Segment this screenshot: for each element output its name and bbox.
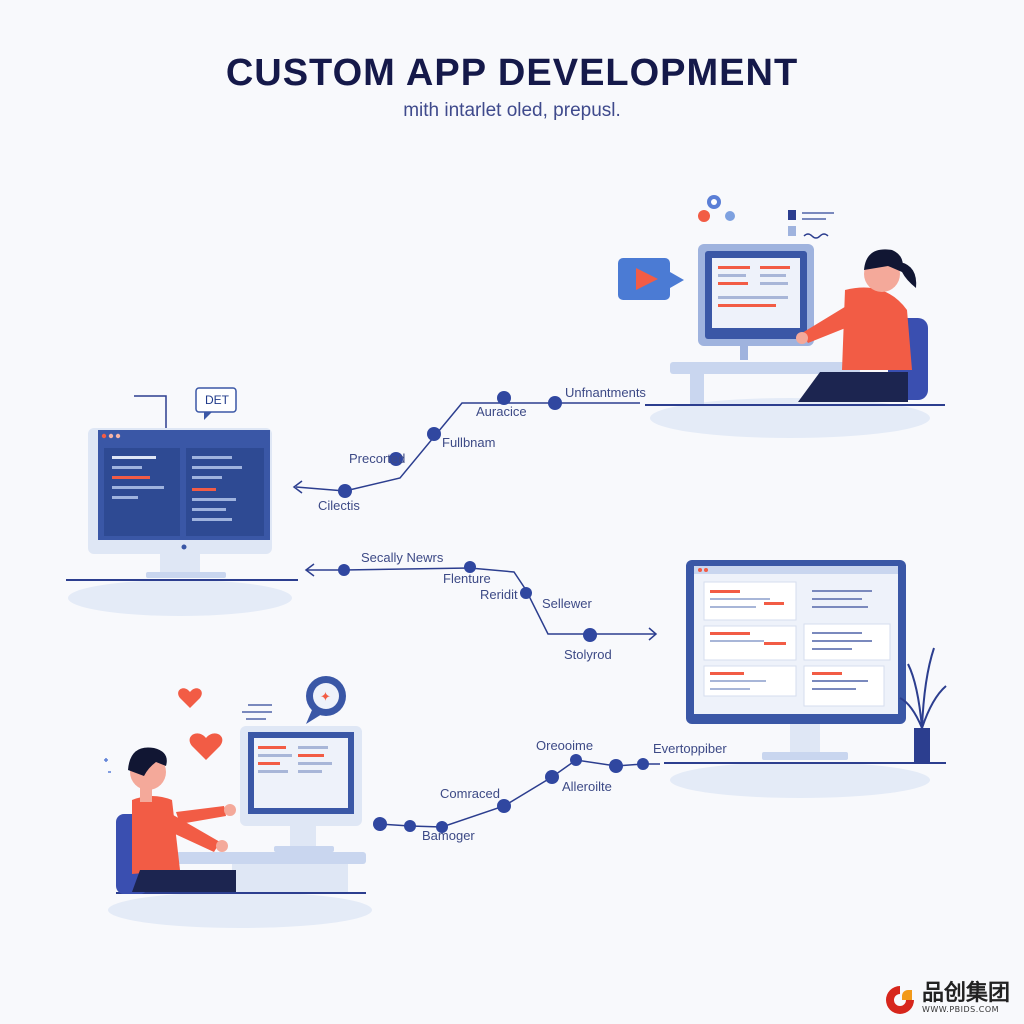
path-node: [548, 396, 562, 410]
scene-dashboard-monitor: [664, 560, 947, 798]
logo-url: WWW.PBIDS.COM: [921, 1005, 1000, 1014]
page-subtitle: mith intarlet oled, prepusl.: [403, 100, 621, 121]
path-node: [545, 770, 559, 784]
step-label: Precorted: [349, 451, 405, 466]
plant-icon: [899, 647, 947, 762]
step-label: Secally Newrs: [361, 550, 444, 565]
step-label: Auracice: [476, 404, 527, 419]
step-label: Alleroilte: [562, 779, 612, 794]
desk: [670, 362, 860, 374]
path-node: [637, 758, 649, 770]
arrow-left-icon: [304, 563, 315, 577]
step-label: Sellewer: [542, 596, 593, 611]
man-figure: [116, 747, 236, 894]
step-label: Fullbnam: [442, 435, 495, 450]
path-node: [497, 391, 511, 405]
scene-woman-at-desk: [618, 195, 945, 438]
logo-mark-icon: [885, 985, 914, 1014]
desk: [176, 852, 366, 864]
path-node: [583, 628, 597, 642]
path-node: [436, 821, 448, 833]
brand-logo: 品创集团 WWW.PBIDS.COM: [884, 983, 1010, 1014]
heart-icon: [189, 733, 223, 760]
path-node: [427, 427, 441, 441]
step-label: Reridit: [480, 587, 518, 602]
path-middle: Secally Newrs Flenture Reridit Sellewer …: [304, 550, 658, 662]
arrow-right-icon: [648, 627, 658, 641]
logo-text: 品创集团: [921, 981, 1010, 1006]
monitor: [240, 726, 362, 852]
floor-shadow: [108, 892, 372, 928]
step-label: Stolyrod: [564, 647, 612, 662]
path-node: [373, 817, 387, 831]
monitor: [698, 244, 814, 360]
step-label: Oreooime: [536, 738, 593, 753]
chat-badge: DET: [195, 387, 237, 420]
doc-lines-icon: [788, 210, 834, 239]
svg-text:✦: ✦: [320, 690, 331, 705]
path-node: [338, 484, 352, 498]
arrow-left-icon: [292, 480, 303, 494]
path-top: Unfnantments Auracice Fullbnam Precorted…: [292, 385, 646, 513]
scene-code-monitor: DET: [66, 387, 298, 616]
path-node: [520, 587, 532, 599]
path-node: [570, 754, 582, 766]
step-label: Evertoppiber: [653, 741, 727, 756]
step-label: Bamoger: [422, 828, 475, 843]
path-node: [497, 799, 511, 813]
settings-icon: [698, 210, 735, 222]
chat-bubble-icon: ✦: [306, 676, 346, 724]
heart-icon: [178, 688, 202, 708]
path-node: [609, 759, 623, 773]
step-label: Comraced: [440, 786, 500, 801]
path-bottom: Oreooime Evertoppiber Alleroilte Comrace…: [373, 738, 727, 843]
text-lines-icon: [242, 704, 272, 720]
path-node: [338, 564, 350, 576]
woman-figure: [796, 249, 928, 402]
badge-label: DET: [205, 393, 230, 407]
path-node: [389, 452, 403, 466]
scene-man-at-desk: ✦: [104, 676, 372, 928]
video-play-icon: [618, 258, 684, 300]
path-node: [464, 561, 476, 573]
step-label: Flenture: [443, 571, 491, 586]
gear-icon: [707, 195, 721, 209]
page-title: CUSTOM APP DEVELOPMENT: [225, 52, 799, 94]
floor-shadow: [650, 398, 930, 438]
floor-shadow: [68, 580, 292, 616]
step-label: Unfnantments: [565, 385, 646, 400]
path-node: [404, 820, 416, 832]
step-label: Cilectis: [318, 498, 360, 513]
floor-shadow: [670, 762, 930, 798]
